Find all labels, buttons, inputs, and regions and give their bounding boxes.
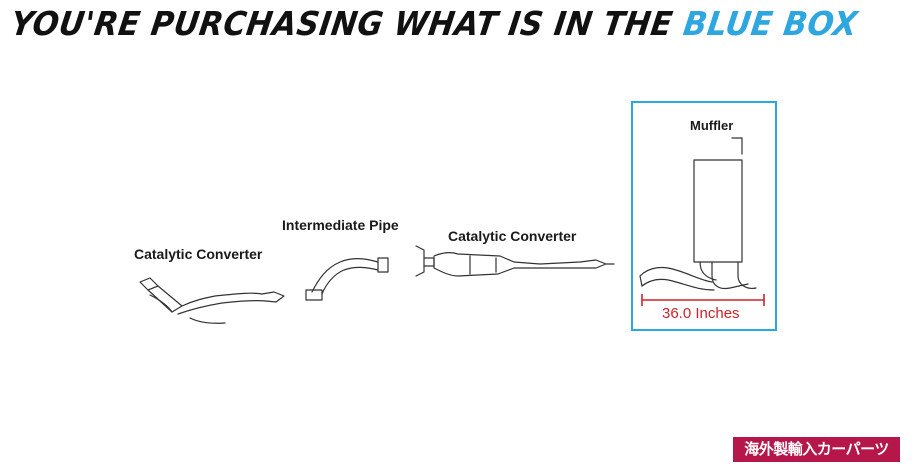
intermediate-pipe-drawing [305, 257, 389, 301]
muffler-drawing [639, 137, 757, 291]
intermediate-pipe-label: Intermediate Pipe [282, 217, 399, 233]
measurement-label: 36.0 Inches [662, 305, 740, 322]
blue-box-highlight [631, 101, 777, 331]
measurement-line [641, 294, 765, 306]
muffler-label: Muffler [690, 118, 734, 133]
catalytic-converter-label-1: Catalytic Converter [134, 246, 263, 262]
catalytic-converter-1-drawing [139, 277, 285, 324]
catalytic-converter-label-2: Catalytic Converter [448, 228, 577, 244]
watermark-badge: 海外製輸入カーパーツ [733, 437, 900, 462]
catalytic-converter-2-drawing [415, 245, 615, 277]
